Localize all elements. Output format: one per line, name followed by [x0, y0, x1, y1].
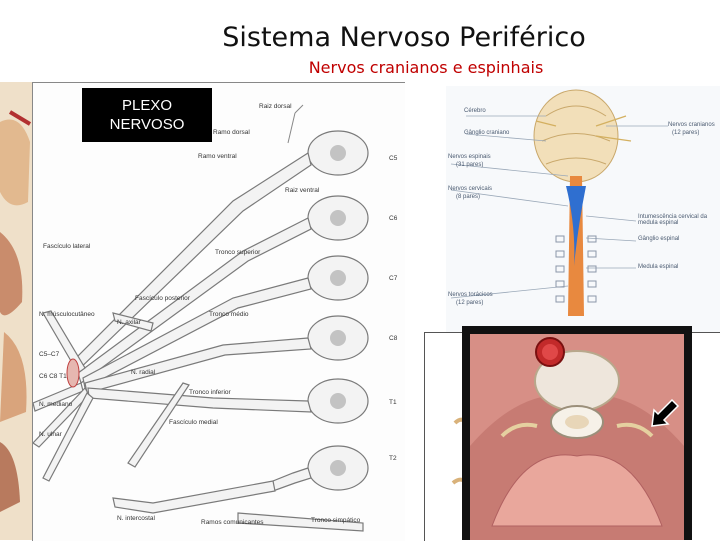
label-c6: C6 — [389, 215, 398, 222]
label-ramo-dorsal: Ramo dorsal — [213, 129, 250, 136]
label-c5: C5 — [389, 155, 398, 162]
label-nervos-espinais-count: (31 pares) — [456, 162, 484, 168]
label-t2: T2 — [389, 455, 397, 462]
label-nervos-cranianos-count: (12 pares) — [672, 130, 700, 136]
label-nervos-cranianos: Nervos cranianos — [668, 122, 715, 128]
label-n-mediano: N. mediano — [39, 401, 73, 408]
brain-drawing — [450, 89, 668, 316]
plexo-nervoso-label-box: PLEXO NERVOSO — [82, 88, 212, 142]
label-ramos-comunicantes: Ramos comunicantes — [201, 519, 264, 526]
page-subtitle: Nervos cranianos e espinhais — [308, 58, 544, 77]
label-n-ulnar: N. ulnar — [39, 431, 62, 438]
label-fasciculo-lateral: Fascículo lateral — [43, 243, 91, 250]
label-raiz-ventral: Raiz ventral — [285, 187, 320, 194]
label-ganglio-espinal: Gânglio espinal — [638, 236, 680, 242]
label-n-axilar: N. axilar — [117, 319, 141, 326]
label-nervos-toracicos-count: (12 pares) — [456, 300, 484, 306]
label-c7: C7 — [389, 275, 398, 282]
brain-spinal-cord-illustration: Cérebro Gânglio craniano Nervos espinais… — [446, 86, 720, 336]
brachial-plexus-illustration: Raiz dorsal Ramo dorsal Ramo ventral Rai… — [32, 82, 405, 541]
page-title: Sistema Nervoso Periférico — [222, 22, 586, 53]
left-anatomy-image — [0, 82, 36, 540]
spinal-cross-section-image — [462, 326, 692, 540]
left-anatomy-drawing — [0, 82, 36, 540]
label-nervos-espinais: Nervos espinais — [448, 154, 491, 160]
label-nervos-cervicais-count: (8 pares) — [456, 194, 481, 200]
plexo-box-line2: NERVOSO — [109, 116, 185, 133]
label-fasciculo-posterior: Fascículo posterior — [135, 295, 190, 302]
plexus-drawing — [33, 104, 369, 532]
label-medula-espinal: Medula espinal — [638, 264, 679, 270]
label-c8: C8 — [389, 335, 398, 342]
label-n-intercostal: N. intercostal — [117, 515, 155, 522]
label-cerebro: Cérebro — [464, 108, 486, 114]
label-tronco-medio: Tronco médio — [209, 311, 249, 318]
label-ramo-ventral: Ramo ventral — [198, 153, 237, 160]
label-nervos-cervicais: Nervos cervicais — [448, 186, 493, 192]
label-nervos-toracicos: Nervos torácicos — [448, 292, 493, 298]
label-tronco-simpatico: Tronco simpático — [311, 517, 361, 524]
label-c6c8t1: C6 C8 T1 — [39, 373, 67, 380]
cross-section-drawing — [470, 334, 684, 540]
label-c5c7: C5–C7 — [39, 351, 60, 358]
label-raiz-dorsal: Raiz dorsal — [259, 103, 292, 110]
label-ganglio-craniano: Gânglio craniano — [464, 130, 510, 136]
label-n-radial: N. radial — [131, 369, 156, 376]
label-fasciculo-medial: Fascículo medial — [169, 419, 218, 426]
plexo-box-line1: PLEXO — [121, 97, 173, 114]
label-t1: T1 — [389, 399, 397, 406]
label-tronco-inferior: Tronco inferior — [189, 389, 231, 396]
label-intumescencia: Intumescência cervical da medula espinal — [638, 214, 708, 226]
label-tronco-superior: Tronco superior — [215, 249, 261, 256]
label-n-musculocutaneo: N. músculocutâneo — [39, 311, 95, 318]
